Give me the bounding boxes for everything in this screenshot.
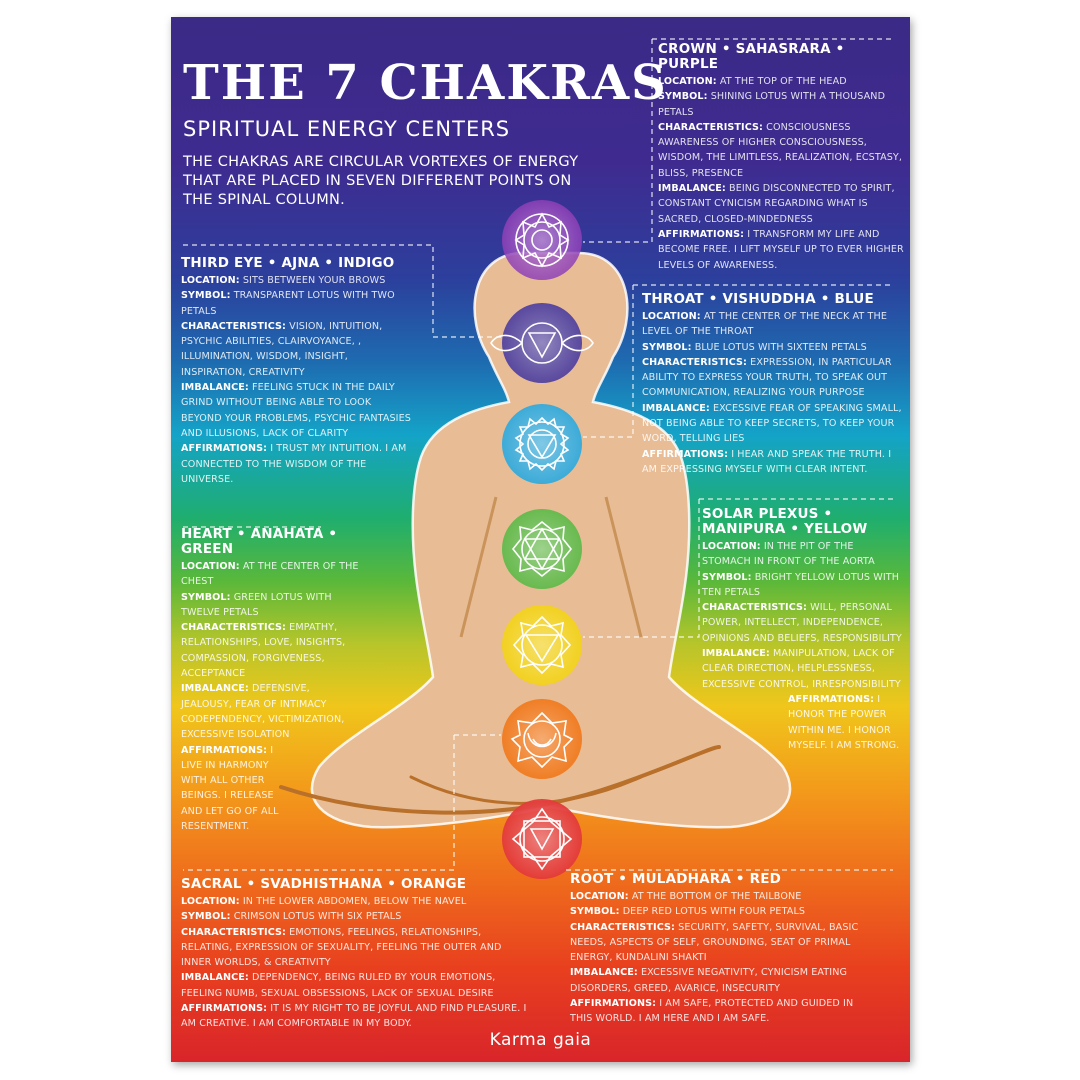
throat-symbol: [514, 416, 570, 472]
root-chakra: [502, 799, 582, 879]
solar-plexus-symbol: [512, 615, 572, 675]
heart-chakra: [502, 509, 582, 589]
leader-lines: [183, 38, 893, 871]
sacral-chakra: [502, 699, 582, 779]
chakra-poster: THE 7 CHAKRAS SPIRITUAL ENERGY CENTERS T…: [171, 17, 910, 1062]
root-symbol: [511, 807, 573, 871]
third-eye-symbol: [490, 322, 594, 364]
throat-chakra: [502, 404, 582, 484]
solar-plexus-chakra: [502, 605, 582, 685]
crown-chakra: [502, 200, 582, 280]
third-eye-chakra: [490, 303, 594, 383]
meditation-figure-illustration: [183, 38, 893, 879]
crown-lotus-symbol: [514, 212, 570, 268]
heart-hexagram-symbol: [511, 520, 573, 578]
sacral-symbol: [510, 711, 574, 769]
